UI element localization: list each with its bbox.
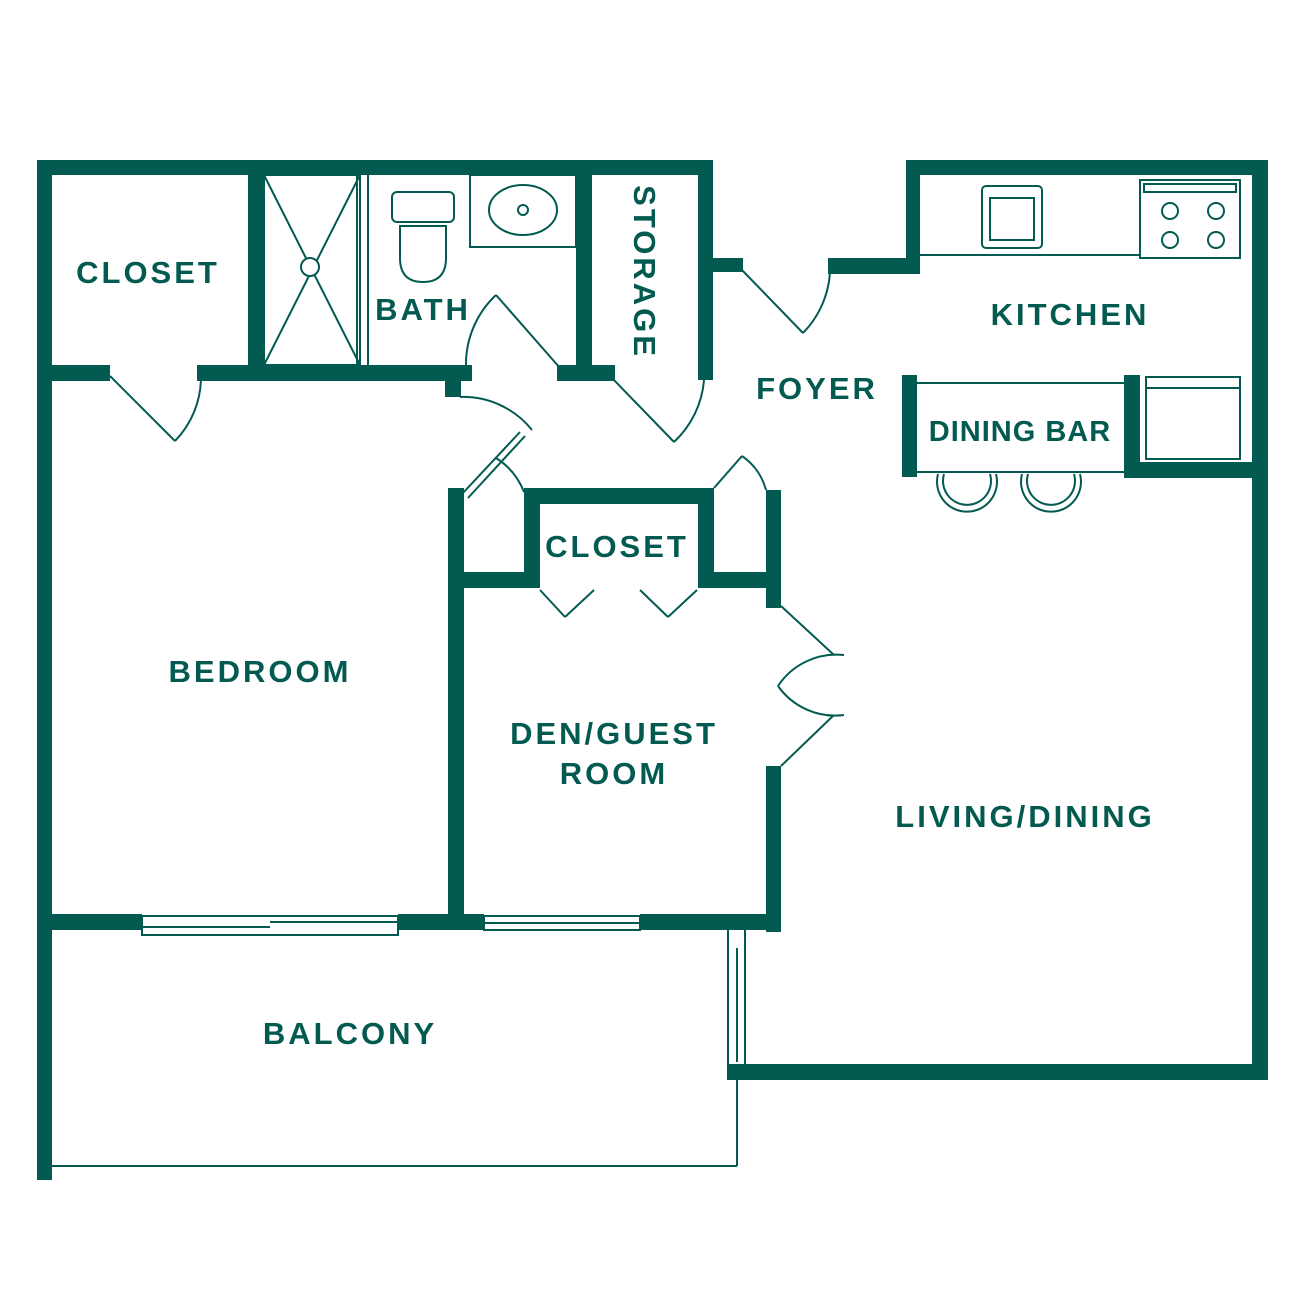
label-foyer: FOYER bbox=[756, 371, 878, 406]
den-door bbox=[495, 457, 525, 493]
closet-top-door bbox=[109, 375, 202, 442]
entry-door bbox=[739, 261, 832, 334]
label-den-line1: DEN/GUEST bbox=[510, 716, 718, 751]
den-bifold-door bbox=[777, 605, 845, 767]
label-closet-top: CLOSET bbox=[76, 255, 220, 290]
shower-icon bbox=[263, 174, 361, 366]
closet-middle-doors bbox=[539, 455, 767, 618]
interior-walls bbox=[37, 175, 1268, 932]
label-den-line2: ROOM bbox=[560, 756, 668, 791]
label-storage: STORAGE bbox=[627, 185, 662, 359]
label-kitchen: KITCHEN bbox=[991, 297, 1150, 332]
refrigerator-icon bbox=[1145, 376, 1241, 460]
label-balcony: BALCONY bbox=[263, 1016, 437, 1051]
toilet-icon bbox=[391, 191, 455, 284]
label-bath: BATH bbox=[375, 292, 471, 327]
storage-door bbox=[611, 377, 705, 443]
sink-icon bbox=[469, 174, 577, 248]
bar-stool-icon bbox=[936, 473, 998, 513]
label-bedroom: BEDROOM bbox=[169, 654, 352, 689]
bedroom-door bbox=[459, 395, 533, 499]
label-closet-middle: CLOSET bbox=[545, 529, 689, 564]
bar-stool-icon bbox=[1020, 473, 1082, 513]
kitchen-sink-icon bbox=[981, 185, 1043, 249]
fixtures bbox=[263, 174, 1241, 513]
doors bbox=[109, 261, 845, 767]
label-dining-bar: DINING BAR bbox=[929, 416, 1111, 448]
stove-icon bbox=[1139, 179, 1241, 259]
thin-lines bbox=[44, 254, 1140, 1167]
label-living-dining: LIVING/DINING bbox=[895, 799, 1154, 834]
room-labels: CLOSET BATH STORAGE FOYER KITCHEN DINING… bbox=[76, 185, 1154, 1051]
bath-door bbox=[464, 294, 561, 369]
